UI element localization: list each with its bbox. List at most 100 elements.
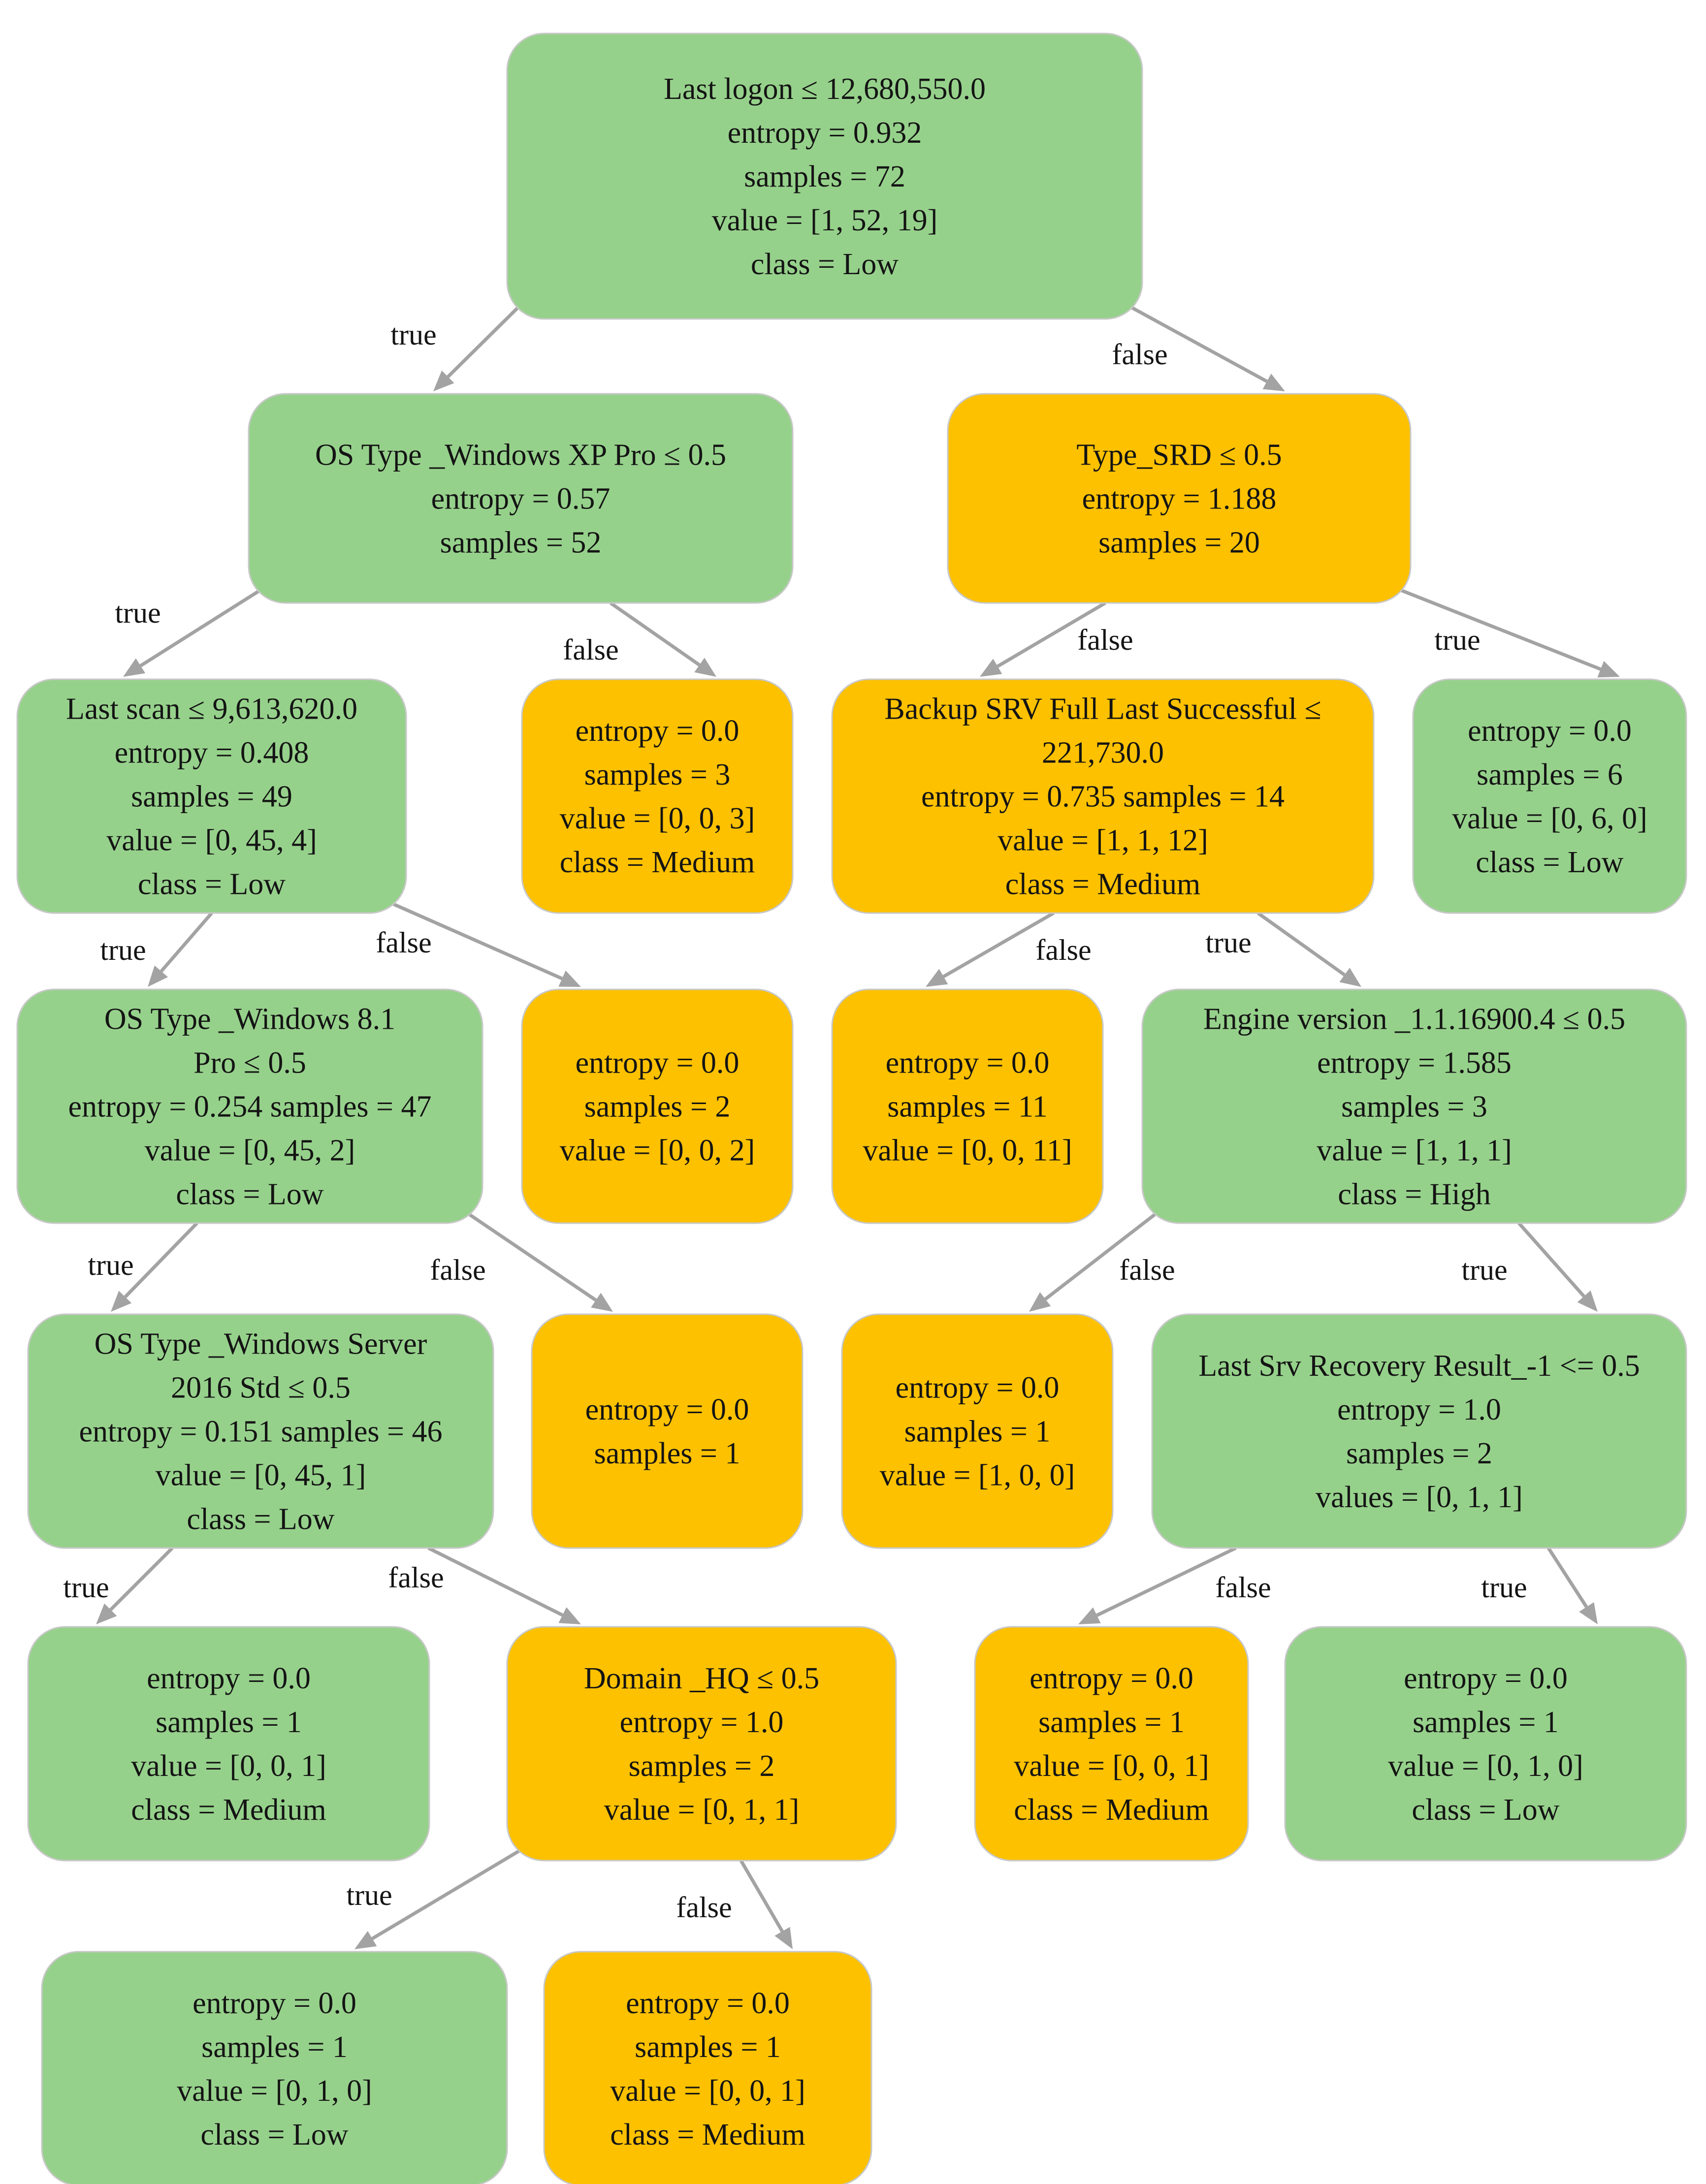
node-box: [531, 1313, 804, 1549]
node-line: OS Type _Windows 8.1: [104, 1003, 395, 1036]
node-line: 2016 Std ≤ 0.5: [171, 1371, 351, 1405]
edge-backup-to-engine: [1256, 912, 1361, 987]
edge-line: [942, 911, 1055, 979]
node-line: value = [1, 52, 19]: [712, 204, 938, 237]
node-line: entropy = 0.408: [115, 736, 309, 770]
edge-last-scan-to-leaf-c: [390, 901, 581, 987]
edge-os-81-to-leaf-e: [467, 1212, 613, 1312]
node-line: value = [0, 0, 2]: [560, 1134, 755, 1168]
node-line: 221,730.0: [1042, 736, 1164, 770]
edge-label-true: true: [346, 1879, 392, 1911]
arrowhead-icon: [96, 1603, 117, 1624]
edge-label-false: false: [1215, 1571, 1271, 1604]
arrowhead-icon: [591, 1293, 613, 1312]
node-box: [1141, 988, 1687, 1224]
edge-label-true: true: [63, 1571, 109, 1604]
node-line: entropy = 0.57: [431, 482, 611, 516]
node-line: value = [0, 45, 1]: [156, 1459, 366, 1492]
node-line: samples = 1: [1413, 1706, 1559, 1739]
node-line: entropy = 0.0: [585, 1393, 749, 1426]
edge-domain-to-leaf-k: [739, 1860, 793, 1949]
node-line: class = Low: [1412, 1793, 1559, 1827]
arrowhead-icon: [354, 1931, 377, 1949]
node-box: [1284, 1626, 1687, 1862]
node-line: samples = 3: [584, 758, 731, 791]
edge-line: [371, 1849, 520, 1940]
edge-label-false: false: [1035, 934, 1091, 966]
node-line: value = [0, 0, 11]: [863, 1134, 1072, 1168]
arrowhead-icon: [1579, 1602, 1598, 1624]
arrowhead-icon: [926, 969, 948, 987]
tree-node-leaf-k: entropy = 0.0 samples = 1 value = [0, 0, 1…: [543, 1951, 872, 2184]
node-line: samples = 1: [1038, 1706, 1185, 1739]
edge-line: [160, 912, 213, 973]
edge-backup-to-leaf-d: [926, 911, 1055, 987]
edge-label-false: false: [563, 633, 618, 666]
node-line: OS Type _Windows XP Pro ≤ 0.5: [315, 439, 726, 472]
edge-os-81-to-os-2016: [111, 1222, 198, 1312]
edge-root-to-os-xp: [433, 300, 526, 391]
node-line: samples = 1: [635, 2030, 781, 2064]
edge-label-true: true: [1461, 1254, 1507, 1286]
edge-label-false: false: [376, 926, 431, 959]
edge-line: [609, 601, 701, 666]
node-box: [248, 393, 794, 604]
node-line: class = Medium: [610, 2118, 805, 2152]
edge-engine-to-recovery: [1517, 1222, 1598, 1312]
node-line: entropy = 0.735 samples = 14: [921, 780, 1285, 814]
arrowhead-icon: [980, 659, 1002, 677]
node-line: value = [0, 0, 3]: [560, 802, 755, 835]
node-line: class = Medium: [131, 1793, 326, 1827]
node-line: samples = 1: [201, 2030, 348, 2064]
edge-line: [1517, 1222, 1585, 1298]
node-line: samples = 11: [887, 1090, 1047, 1124]
edge-label-false: false: [1119, 1254, 1175, 1286]
arrowhead-icon: [558, 1607, 581, 1624]
edge-line: [109, 1547, 174, 1611]
node-box: [1151, 1313, 1687, 1549]
edge-line: [997, 601, 1106, 668]
node-line: entropy = 0.0: [626, 1987, 790, 2020]
node-box: [16, 988, 483, 1224]
node-line: samples = 2: [629, 1749, 775, 1783]
node-box: [27, 1626, 430, 1862]
node-line: Last logon ≤ 12,680,550.0: [664, 72, 986, 106]
edge-type-srd-to-leaf-b: [1395, 586, 1620, 678]
node-line: Engine version _1.1.16900.4 ≤ 0.5: [1203, 1003, 1625, 1036]
node-line: entropy = 1.188: [1082, 482, 1277, 516]
edge-os-2016-to-domain: [427, 1546, 581, 1624]
node-line: value = [1, 0, 0]: [880, 1459, 1075, 1492]
edge-line: [1256, 912, 1346, 977]
edge-line: [1119, 299, 1268, 383]
node-line: samples = 1: [904, 1415, 1051, 1449]
edge-label-true: true: [115, 597, 161, 629]
node-line: Domain _HQ ≤ 0.5: [584, 1662, 819, 1695]
node-line: entropy = 0.0: [576, 714, 740, 748]
arrowhead-icon: [694, 658, 716, 677]
edge-label-true: true: [1481, 1571, 1527, 1604]
node-line: entropy = 0.151 samples = 46: [79, 1415, 442, 1449]
node-line: value = [0, 45, 4]: [106, 824, 317, 857]
node-line: samples = 6: [1477, 758, 1623, 791]
arrowhead-icon: [123, 658, 146, 677]
edge-label-true: true: [100, 934, 146, 966]
node-line: value = [0, 0, 1]: [610, 2074, 805, 2108]
edge-os-xp-to-leaf-a: [609, 601, 716, 677]
arrowhead-icon: [558, 970, 581, 987]
node-line: entropy = 0.0: [1404, 1662, 1568, 1695]
node-line: entropy = 1.585: [1317, 1046, 1512, 1080]
arrowhead-icon: [774, 1927, 793, 1949]
edge-label-false: false: [1112, 338, 1167, 371]
edge-label-true: true: [390, 318, 436, 351]
node-line: class = Medium: [560, 846, 755, 879]
